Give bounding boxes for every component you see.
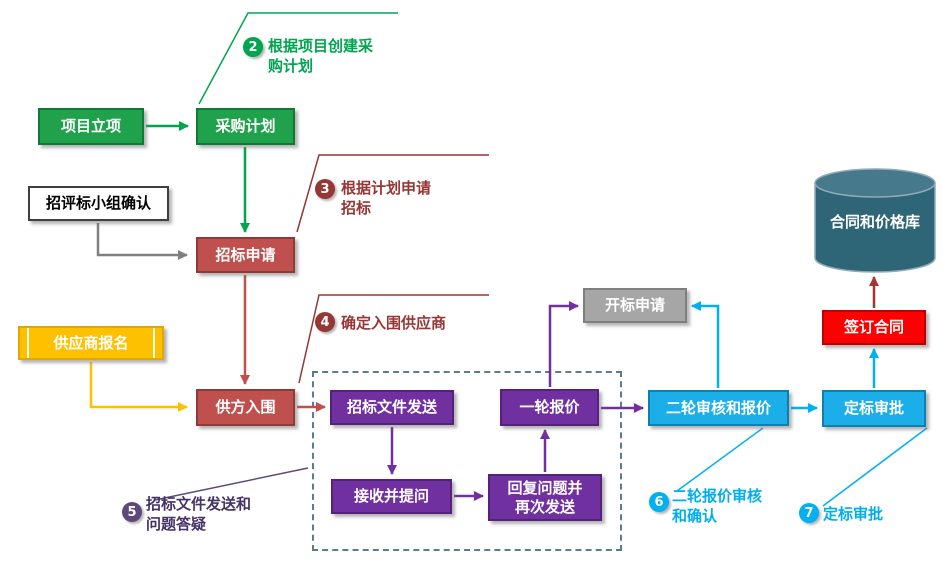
annotation-badge-4: 4 [315,312,335,332]
annotation-text-7: 定标审批 [823,505,884,523]
node-project-initiation: 项目立项 [38,108,144,145]
node-bid-doc-send: 招标文件发送 [330,390,454,425]
node-first-round-quote: 一轮报价 [500,389,599,426]
node-receive-and-question: 接收并提问 [331,479,452,514]
leader-annotation-6 [676,427,764,492]
annotation-text-2: 根据项目创建采购计划 [268,37,374,76]
arrow-committee-to-bid-application [96,223,188,260]
annotation-badge-6: 6 [649,492,669,512]
arrow-registration-to-shortlist [89,362,188,412]
leader-annotation-4 [298,294,489,384]
leader-annotation-7 [822,427,928,507]
node-sign-contract: 签订合同 [822,310,926,345]
node-second-round-review-quote: 二轮审核和报价 [648,390,789,426]
annotation-text-5: 招标文件发送和问题答疑 [146,495,252,534]
node-supplier-registration: 供应商报名 [18,326,164,360]
annotation-badge-2: 2 [243,37,263,57]
arrow-second-round-to-opening [691,301,720,388]
database-label: 合同和价格库 [829,213,920,231]
node-reply-and-resend: 回复问题并再次发送 [488,474,602,521]
node-procurement-plan: 采购计划 [196,108,295,145]
annotation-text-6: 二轮报价审核和确认 [672,487,763,526]
node-bid-application: 招标申请 [196,237,295,273]
annotation-badge-5: 5 [122,502,142,522]
node-award-approval: 定标审批 [822,390,926,427]
node-bid-opening-application: 开标申请 [583,288,687,323]
annotation-badge-7: 7 [799,503,819,523]
node-supplier-shortlist: 供方入围 [196,389,295,426]
node-bid-committee-confirm: 招评标小组确认 [28,186,169,221]
annotation-badge-3: 3 [315,179,335,199]
annotation-text-4: 确定入围供应商 [341,314,447,332]
annotation-text-3: 根据计划申请招标 [341,179,432,218]
